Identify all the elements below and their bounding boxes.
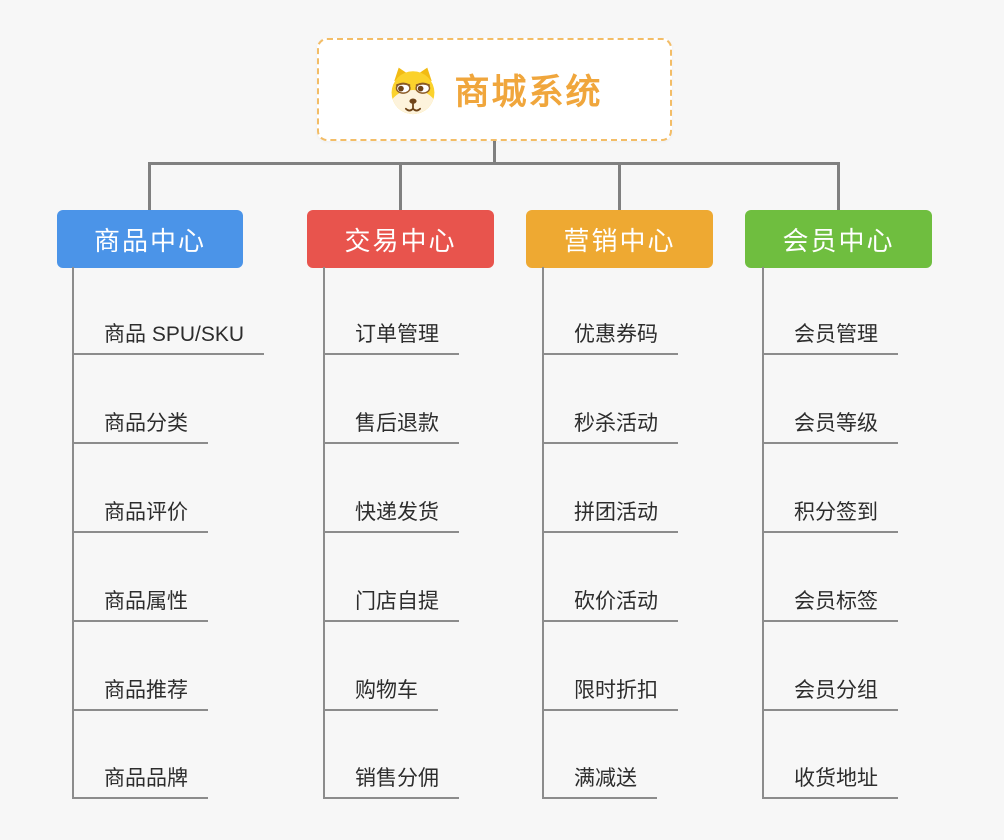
- leaf-node[interactable]: 会员管理: [762, 317, 898, 355]
- leaf-node[interactable]: 订单管理: [323, 317, 459, 355]
- branch-label: 营销中心: [563, 225, 676, 256]
- branch-node-products[interactable]: 商品中心: [57, 210, 243, 268]
- leaf-node[interactable]: 商品推荐: [72, 673, 208, 711]
- leaf-node[interactable]: 快递发货: [323, 495, 459, 533]
- leaf-node[interactable]: 积分签到: [762, 495, 898, 533]
- branch-trunk-line: [323, 267, 325, 799]
- branch-stub-line: [837, 162, 840, 210]
- leaf-node[interactable]: 销售分佣: [323, 761, 459, 799]
- leaf-node[interactable]: 售后退款: [323, 406, 459, 444]
- branch-label: 商品中心: [93, 225, 206, 256]
- root-title: 商城系统: [454, 73, 603, 112]
- leaf-node[interactable]: 门店自提: [323, 584, 459, 622]
- branch-trunk-line: [72, 267, 74, 799]
- branch-trunk-line: [762, 267, 764, 799]
- branch-node-members[interactable]: 会员中心: [745, 210, 932, 268]
- leaf-node[interactable]: 秒杀活动: [542, 406, 678, 444]
- leaf-node[interactable]: 购物车: [323, 673, 438, 711]
- leaf-node[interactable]: 优惠券码: [542, 317, 678, 355]
- leaf-node[interactable]: 商品分类: [72, 406, 208, 444]
- leaf-node[interactable]: 会员标签: [762, 584, 898, 622]
- leaf-node[interactable]: 商品 SPU/SKU: [72, 317, 265, 355]
- leaf-node[interactable]: 会员等级: [762, 406, 898, 444]
- leaf-node[interactable]: 会员分组: [762, 673, 898, 711]
- leaf-node[interactable]: 满减送: [542, 761, 657, 799]
- leaf-node[interactable]: 拼团活动: [542, 495, 678, 533]
- doge-icon: [392, 67, 435, 114]
- leaf-node[interactable]: 商品品牌: [72, 761, 208, 799]
- branch-node-marketing[interactable]: 营销中心: [526, 210, 713, 268]
- leaf-node[interactable]: 收货地址: [762, 761, 898, 799]
- branch-label: 交易中心: [344, 225, 457, 256]
- leaf-node[interactable]: 商品评价: [72, 495, 208, 533]
- leaf-node[interactable]: 限时折扣: [542, 673, 678, 711]
- branch-stub-line: [618, 162, 621, 210]
- branch-node-trade[interactable]: 交易中心: [307, 210, 494, 268]
- leaf-node[interactable]: 商品属性: [72, 584, 208, 622]
- bus-line: [148, 162, 839, 165]
- root-node[interactable]: 商城系统: [317, 38, 672, 141]
- root-stem-line: [493, 141, 496, 164]
- branch-stub-line: [399, 162, 402, 210]
- branch-stub-line: [148, 162, 151, 210]
- branch-trunk-line: [542, 267, 544, 799]
- branch-label: 会员中心: [782, 225, 895, 256]
- leaf-node[interactable]: 砍价活动: [542, 584, 678, 622]
